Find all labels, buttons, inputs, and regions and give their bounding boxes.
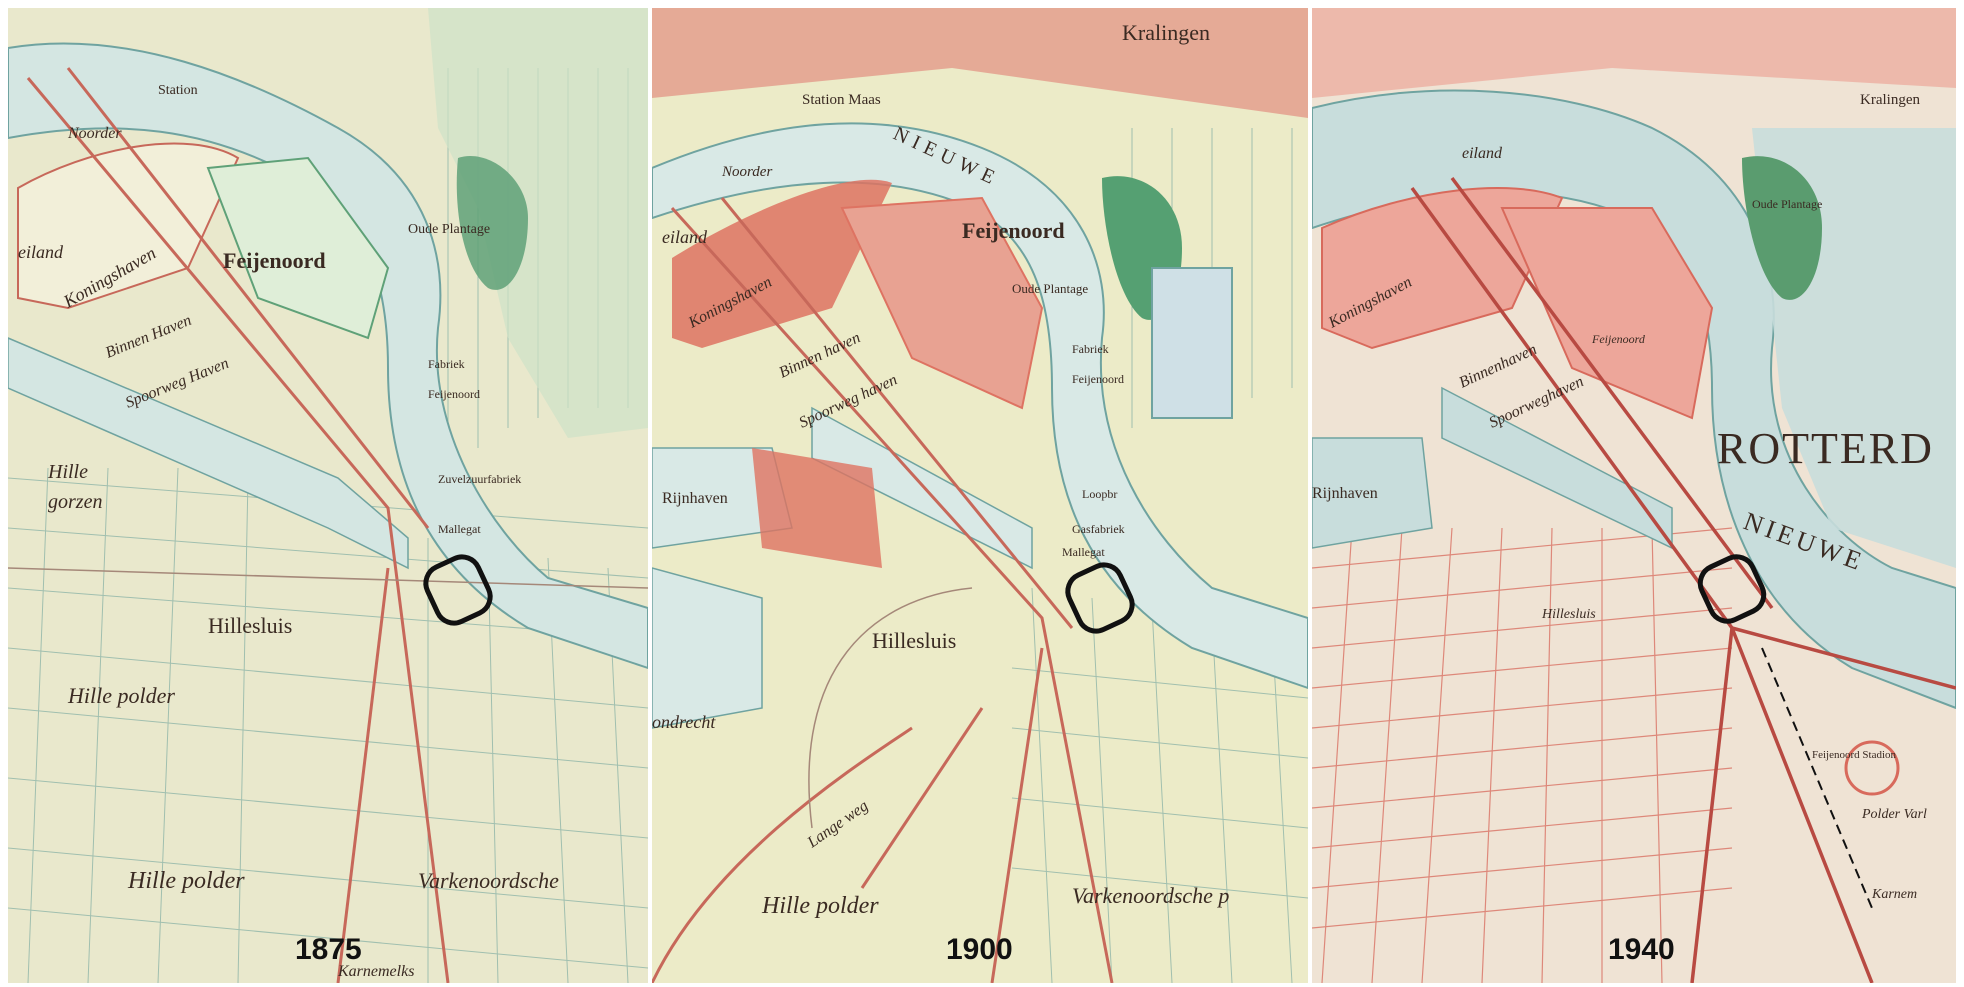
label-mallegat: Mallegat: [1062, 545, 1105, 559]
label-fabriek: Fabriek: [428, 357, 465, 371]
map-panel-1940: Kralingen eiland Koningshaven Oude Plant…: [1312, 8, 1956, 983]
year-label-1900: 1900: [946, 933, 1013, 966]
label-loopbr: Loopbr: [1082, 487, 1117, 501]
label-varkenoord: Varkenoordsche: [418, 868, 559, 893]
label-hillesluis: Hillesluis: [1541, 607, 1596, 622]
map-1940: Kralingen eiland Koningshaven Oude Plant…: [1312, 8, 1956, 983]
label-oude-plantage: Oude Plantage: [408, 222, 490, 237]
label-mallegat: Mallegat: [438, 522, 481, 536]
label-station: Station: [158, 83, 198, 98]
label-station-maas: Station Maas: [802, 92, 881, 108]
map-1875: Station Noorder eiland Koningshaven Feij…: [8, 8, 648, 983]
label-feijenoord: Feijenoord: [1591, 332, 1646, 346]
label-eiland: eiland: [1462, 145, 1503, 162]
map-1900: Kralingen Station Maas Noorder NIEUWE ei…: [652, 8, 1308, 983]
label-noorder: Noorder: [67, 125, 122, 142]
label-hille: Hille: [47, 461, 88, 483]
label-feijenoord: Feijenoord: [223, 248, 326, 273]
stadium-icon: [1844, 740, 1900, 796]
label-karnemelks: Karnemelks: [337, 963, 414, 980]
map-panel-1875: Station Noorder eiland Koningshaven Feij…: [8, 8, 648, 983]
location-marker: [1697, 554, 1767, 624]
label-fabriek: Fabriek: [1072, 342, 1109, 356]
label-noorder: Noorder: [721, 164, 772, 180]
label-rijnhaven: Rijnhaven: [1312, 485, 1378, 502]
label-hille-polder: Hille polder: [67, 683, 175, 708]
label-oude-plantage: Oude Plantage: [1752, 197, 1822, 211]
year-label-1940: 1940: [1608, 933, 1675, 966]
label-eiland: eiland: [18, 242, 64, 262]
location-marker: [1065, 562, 1135, 634]
label-hillesluis: Hillesluis: [872, 628, 956, 653]
label-ijsselmonde: ondrecht: [652, 712, 716, 732]
label-karnemelks: Karnem: [1871, 887, 1917, 902]
label-feijenoord-small: Feijenoord: [1072, 372, 1124, 386]
label-rotterdam: ROTTERD: [1717, 424, 1934, 473]
label-feijenoord-small: Feijenoord: [428, 387, 480, 401]
label-oude-plantage: Oude Plantage: [1012, 281, 1088, 296]
label-kralingen: Kralingen: [1860, 92, 1920, 108]
label-kralingen: Kralingen: [1122, 20, 1210, 45]
label-hille-polder-2: Hille polder: [127, 868, 245, 894]
label-stadion: Feijenoord Stadion: [1812, 749, 1897, 761]
map-panel-1900: Kralingen Station Maas Noorder NIEUWE ei…: [652, 8, 1308, 983]
label-rijnhaven: Rijnhaven: [662, 490, 728, 507]
label-zuvelzuurfabriek: Zuvelzuurfabriek: [438, 472, 521, 486]
label-hillesluis: Hillesluis: [208, 613, 292, 638]
year-label-1875: 1875: [295, 933, 362, 966]
label-gasfabriek: Gasfabriek: [1072, 522, 1125, 536]
location-marker: [423, 554, 493, 626]
label-gorzen: gorzen: [48, 491, 102, 513]
label-eiland: eiland: [662, 227, 708, 247]
label-hille-polder: Hille polder: [761, 893, 879, 919]
label-varkenoord: Varkenoordsche p: [1072, 883, 1229, 908]
label-feijenoord: Feijenoord: [962, 218, 1065, 243]
label-polder: Polder Varl: [1861, 807, 1927, 822]
